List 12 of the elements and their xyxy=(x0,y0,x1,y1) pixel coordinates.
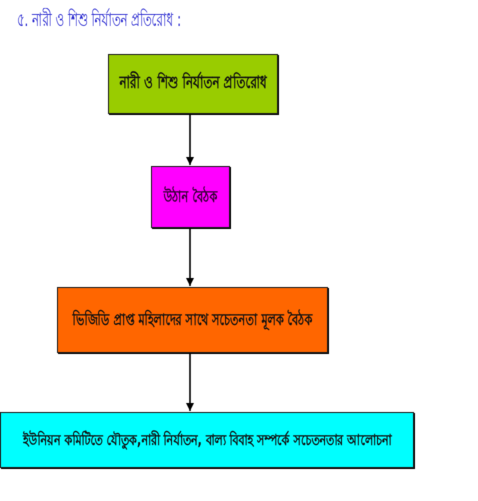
arrow xyxy=(186,354,194,411)
process-box xyxy=(151,166,230,228)
process-box xyxy=(0,412,414,468)
process-box xyxy=(57,287,328,353)
box-label: ভিজিডি প্রাপ্ত মহিলাদের সাথে সচেতনতা মূলক বৈঠক xyxy=(72,310,312,330)
box-label: নারী ও শিশু নির্যাতন প্রতিরোধ xyxy=(119,73,267,95)
arrow xyxy=(186,229,194,286)
process-box xyxy=(108,54,278,114)
box-label: ইউনিয়ন কমিটিতে যৌতুক,নারী নির্যাতন, বাল্য বিবাহ সম্পর্কে সচেতনতার আলোচনা xyxy=(22,430,392,450)
box-label: উঠান বৈঠক xyxy=(164,187,218,207)
arrow xyxy=(186,115,194,165)
title: ৫. নারী ও শিশু নির্যাতন প্রতিরোধ : xyxy=(17,7,182,33)
